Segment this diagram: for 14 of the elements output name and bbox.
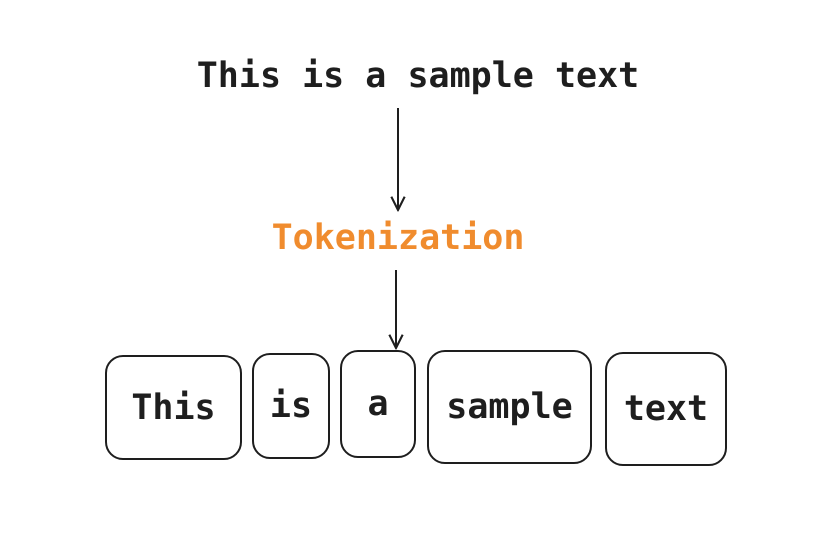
input-text: This is a sample text (196, 56, 640, 96)
process-label: Tokenization (272, 218, 524, 258)
token-text: is (270, 386, 312, 426)
token-box (605, 352, 727, 466)
token-box (427, 350, 592, 464)
arrow (388, 270, 404, 350)
token-box (105, 355, 242, 460)
token-box (252, 353, 330, 459)
arrow (390, 108, 406, 212)
token-text: sample (446, 387, 573, 427)
token-box (340, 350, 416, 458)
token-text: This (131, 388, 216, 428)
token-text: a (367, 384, 389, 424)
token-text: text (624, 389, 708, 429)
